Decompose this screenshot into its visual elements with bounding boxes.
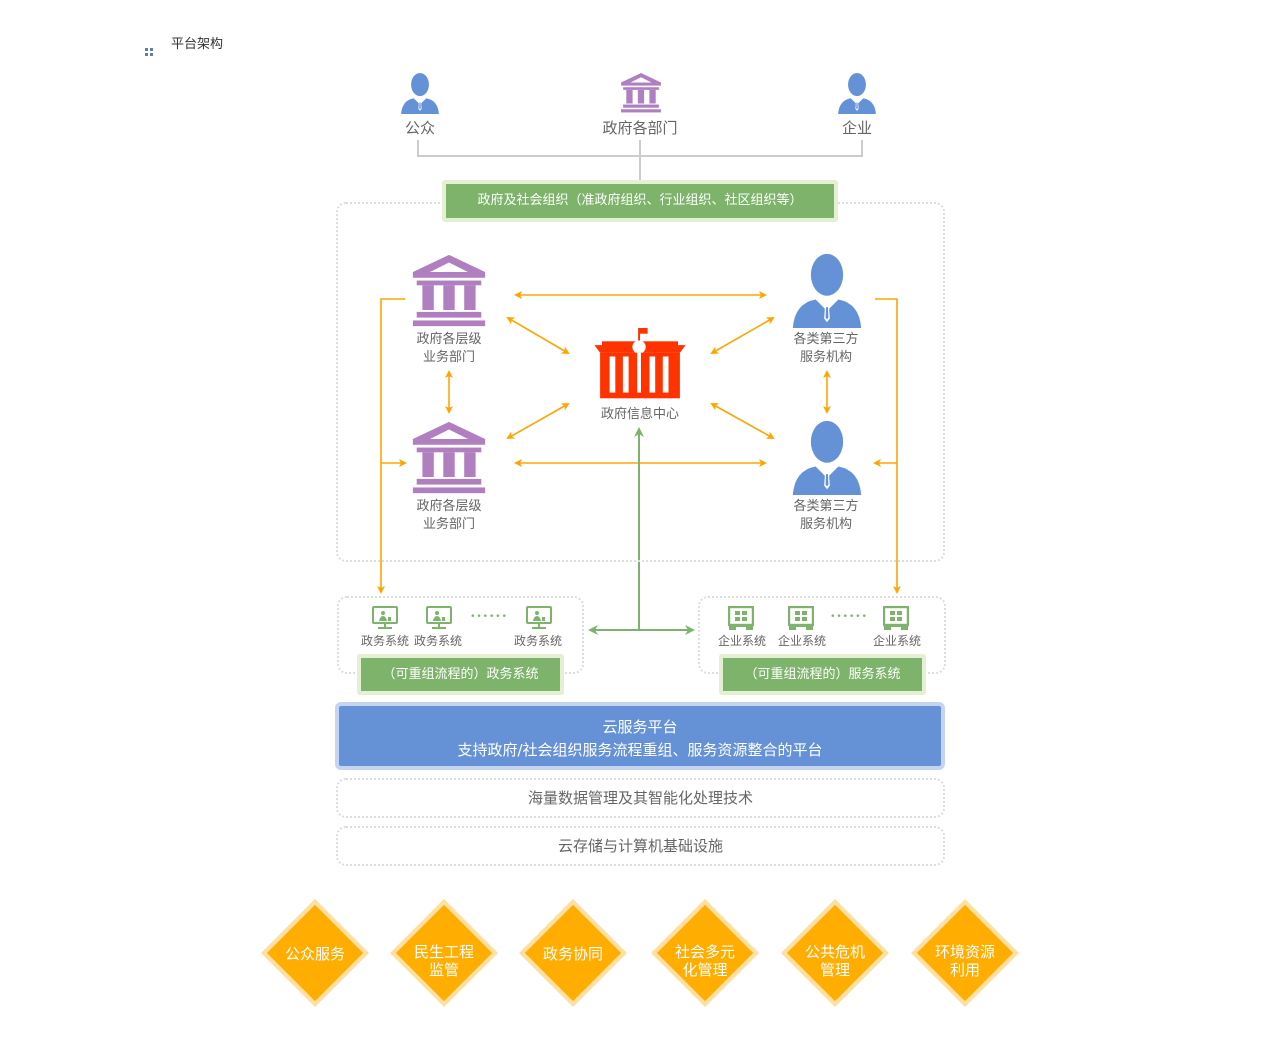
actor-government-label: 政府各部门: [602, 119, 678, 137]
app-social-governance: 社会多元化管理: [674, 943, 735, 979]
dept-top-bank-icon: [411, 253, 487, 329]
gov-system-label: 政务系统: [360, 634, 409, 648]
gov-system-label: 政务系统: [413, 634, 462, 648]
infrastructure-layer: 云存储与计算机基础设施: [336, 826, 945, 866]
dept-bottom-bank-icon: [411, 420, 487, 496]
app-public-crisis: 公共危机管理: [804, 943, 865, 979]
third-party-top-label-1: 各类第三方: [793, 332, 859, 347]
third-party-bottom-person-icon: [788, 419, 866, 495]
cloud-platform-title: 云服务平台: [602, 718, 678, 736]
green-arrows: [588, 427, 695, 635]
enterprise-building-icon: [728, 606, 754, 630]
enterprise-building-icon: [883, 606, 909, 630]
gov-system-label: 政务系统: [513, 634, 562, 648]
dept-bottom-label-1: 政府各层级: [416, 499, 482, 514]
third-party-bottom-label-2: 服务机构: [799, 517, 852, 532]
public-person-icon: [399, 72, 441, 114]
gov-system-monitor-icon: [426, 606, 452, 630]
government-bank-icon: [620, 72, 662, 114]
cloud-platform-box: 云服务平台 支持政府/社会组织服务流程重组、服务资源整合的平台: [335, 702, 945, 770]
enterprise-person-icon: [836, 72, 878, 114]
third-party-top-person-icon: [788, 252, 866, 328]
data-tech-layer: 海量数据管理及其智能化处理技术: [336, 778, 945, 818]
ent-system-label: 企业系统: [777, 634, 826, 648]
ent-system-label: 企业系统: [872, 634, 921, 648]
info-center-label: 政府信息中心: [600, 407, 679, 422]
third-party-bottom-label-1: 各类第三方: [793, 499, 859, 514]
gov-system-monitor-icon: [526, 606, 552, 630]
app-livelihood-supervision: 民生工程监管: [413, 943, 474, 979]
app-environment-resources: 环境资源利用: [934, 943, 995, 979]
page-title: 平台架构: [171, 37, 224, 52]
ent-systems-ellipsis: ••••••: [830, 612, 868, 622]
grid-icon: [145, 41, 153, 56]
actor-connector: [417, 140, 863, 182]
enterprise-building-icon: [788, 606, 814, 630]
ent-system-label: 企业系统: [717, 634, 766, 648]
service-systems-banner: （可重组流程的）服务系统: [719, 654, 926, 695]
gov-systems-banner: （可重组流程的）政务系统: [357, 654, 564, 695]
orange-arrows: [377, 291, 901, 594]
third-party-top-label-2: 服务机构: [799, 350, 852, 365]
gov-system-monitor-icon: [372, 606, 398, 630]
app-gov-collaboration: 政务协同: [542, 945, 603, 963]
app-public-service: 公众服务: [284, 945, 345, 963]
gov-systems-ellipsis: ••••••: [470, 612, 508, 622]
cloud-platform-desc: 支持政府/社会组织服务流程重组、服务资源整合的平台: [457, 741, 823, 759]
actor-enterprise-label: 企业: [841, 119, 872, 137]
org-banner: 政府及社会组织（准政府组织、行业组织、社区组织等）: [442, 180, 838, 222]
actor-public-label: 公众: [404, 119, 435, 137]
dept-top-label-1: 政府各层级: [416, 332, 482, 347]
dept-bottom-label-2: 业务部门: [422, 517, 475, 532]
dept-top-label-2: 业务部门: [422, 350, 475, 365]
info-center-building-icon: [590, 328, 690, 404]
